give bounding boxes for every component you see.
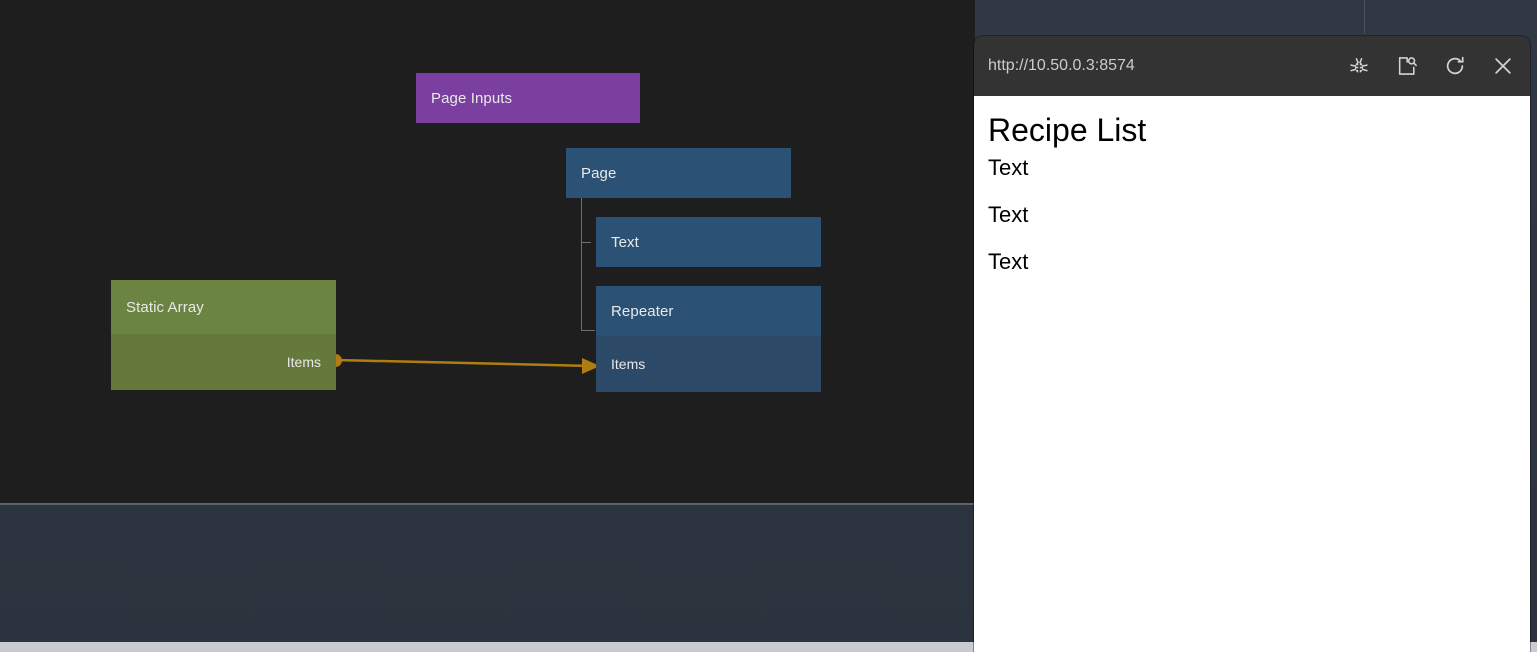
input-port-label-items: Items (611, 356, 646, 372)
preview-popup-header: http://10.50.0.3:8574 (974, 36, 1530, 96)
reload-icon[interactable] (1444, 55, 1466, 77)
node-graph-canvas[interactable]: Page Inputs Page Text Repeater Items Sta… (0, 0, 975, 505)
preview-url-text[interactable]: http://10.50.0.3:8574 (988, 57, 1135, 74)
connection-wire[interactable] (320, 340, 620, 390)
inspect-page-icon[interactable] (1396, 55, 1418, 77)
node-title-page: Page (566, 148, 791, 198)
node-title-static-array: Static Array (111, 280, 336, 334)
node-page-inputs[interactable]: Page Inputs (416, 73, 640, 123)
preview-list-item: Text (988, 202, 1029, 228)
preview-list-item: Text (988, 155, 1029, 180)
node-title-page-inputs: Page Inputs (416, 73, 640, 123)
node-repeater[interactable]: Repeater Items (596, 286, 821, 392)
bottom-status-strip (0, 642, 1537, 652)
node-title-text: Text (596, 217, 821, 267)
tree-connector-stub-text (581, 242, 591, 243)
preview-popup: http://10.50.0.3:8574 (974, 36, 1530, 652)
tree-connector-vertical (581, 198, 582, 331)
close-icon[interactable] (1492, 55, 1514, 77)
preview-content: Recipe List Text Text Text (974, 96, 1530, 652)
node-page[interactable]: Page (566, 148, 791, 198)
output-port-label-items: Items (286, 354, 321, 370)
panel-fragment-top: px (1364, 0, 1537, 34)
node-body-static-array: Items (111, 334, 336, 390)
node-text[interactable]: Text (596, 217, 821, 267)
bug-icon[interactable] (1348, 55, 1370, 77)
preview-popup-actions (1348, 55, 1514, 77)
node-static-array[interactable]: Static Array Items (111, 280, 336, 390)
output-port-items[interactable]: Items (111, 334, 336, 390)
tree-connector-stub-repeater (581, 330, 595, 331)
preview-list-item: Text (988, 249, 1029, 275)
input-port-items[interactable]: Items (596, 336, 821, 392)
preview-page-title: Recipe List (988, 112, 1147, 148)
node-title-repeater: Repeater (596, 286, 821, 336)
node-body-repeater: Items (596, 336, 821, 392)
